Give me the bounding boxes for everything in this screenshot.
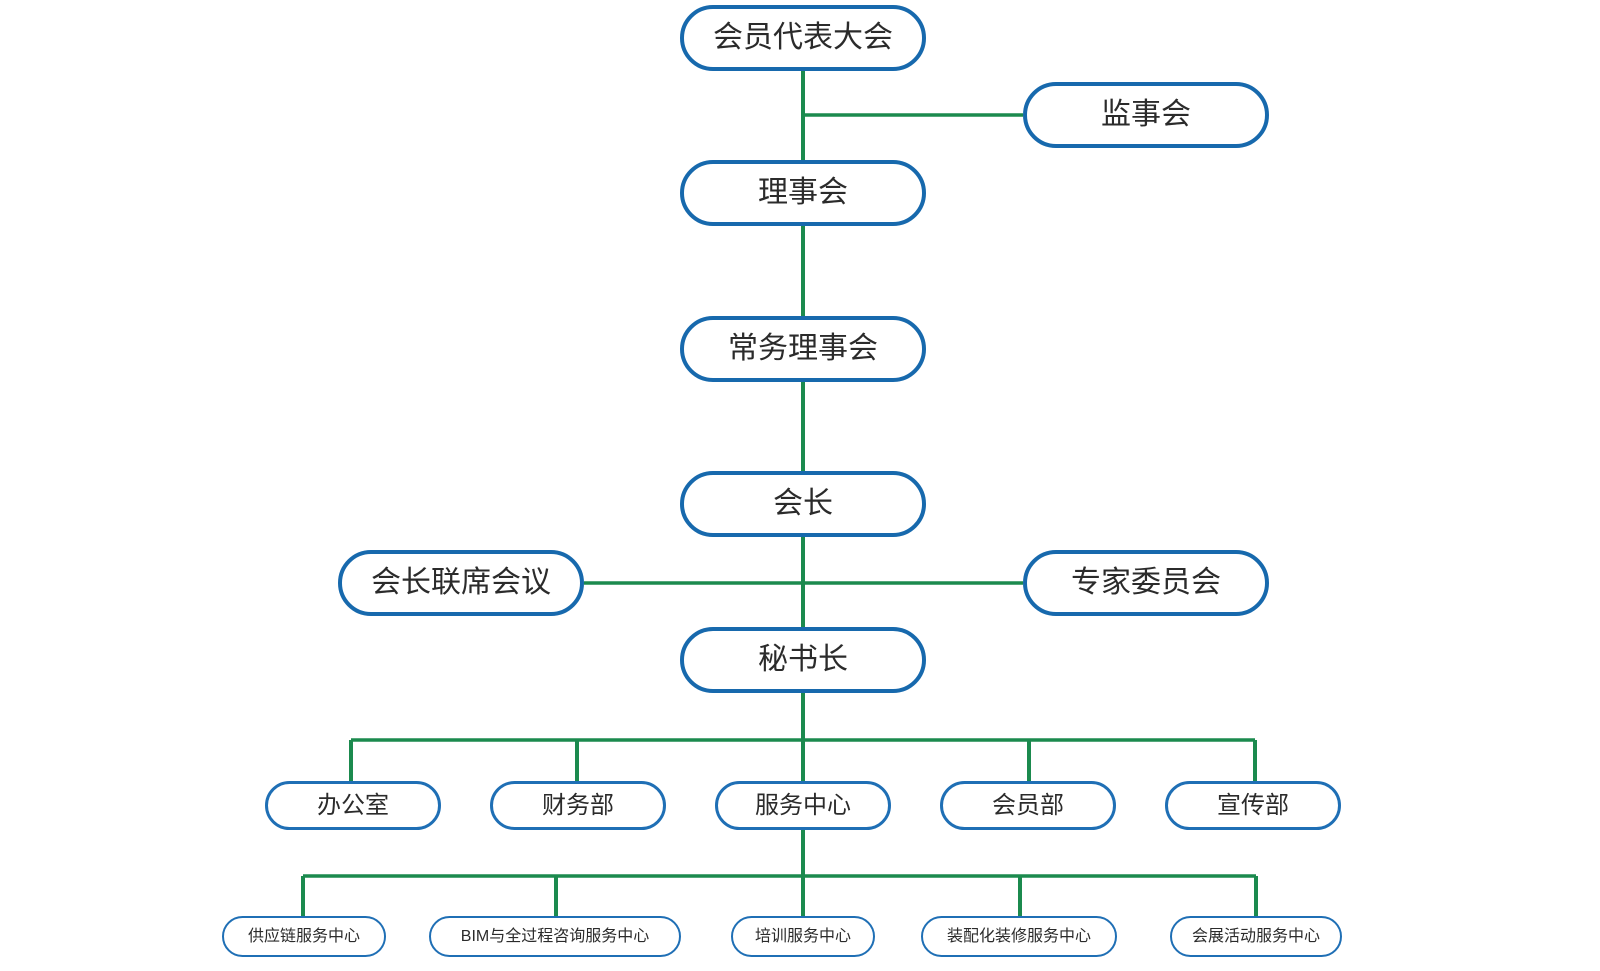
node-department-3-label: 服务中心 bbox=[755, 791, 851, 819]
node-department-5-label: 宣传部 bbox=[1217, 791, 1289, 819]
node-standing-council[interactable]: 常务理事会 bbox=[680, 316, 926, 382]
node-secretary-general-label: 秘书长 bbox=[758, 643, 848, 676]
node-assembly[interactable]: 会员代表大会 bbox=[680, 5, 926, 71]
node-service-center-2[interactable]: BIM与全过程咨询服务中心 bbox=[429, 916, 681, 957]
node-service-center-4-label: 装配化装修服务中心 bbox=[946, 927, 1091, 945]
node-secretary-general[interactable]: 秘书长 bbox=[680, 627, 926, 693]
node-service-center-3-label: 培训服务中心 bbox=[754, 927, 851, 945]
node-department-4-label: 会员部 bbox=[992, 791, 1064, 819]
node-council-label: 理事会 bbox=[758, 176, 848, 209]
node-department-1[interactable]: 办公室 bbox=[265, 781, 441, 830]
node-service-center-5[interactable]: 会展活动服务中心 bbox=[1170, 916, 1342, 957]
node-president-joint-label: 会长联席会议 bbox=[371, 566, 551, 599]
node-department-4[interactable]: 会员部 bbox=[940, 781, 1116, 830]
node-service-center-1[interactable]: 供应链服务中心 bbox=[222, 916, 386, 957]
node-expert-committee-label: 专家委员会 bbox=[1071, 566, 1221, 599]
node-service-center-2-label: BIM与全过程咨询服务中心 bbox=[460, 927, 650, 945]
node-department-2[interactable]: 财务部 bbox=[490, 781, 666, 830]
node-council[interactable]: 理事会 bbox=[680, 160, 926, 226]
node-president-label: 会长 bbox=[773, 487, 833, 520]
node-president-joint[interactable]: 会长联席会议 bbox=[338, 550, 584, 616]
node-supervisors-label: 监事会 bbox=[1101, 98, 1191, 131]
node-standing-council-label: 常务理事会 bbox=[728, 332, 878, 365]
node-department-2-label: 财务部 bbox=[542, 791, 614, 819]
node-service-center-3[interactable]: 培训服务中心 bbox=[731, 916, 875, 957]
node-department-3[interactable]: 服务中心 bbox=[715, 781, 891, 830]
node-service-center-4[interactable]: 装配化装修服务中心 bbox=[921, 916, 1117, 957]
node-president[interactable]: 会长 bbox=[680, 471, 926, 537]
node-supervisors[interactable]: 监事会 bbox=[1023, 82, 1269, 148]
node-department-1-label: 办公室 bbox=[317, 791, 389, 819]
node-expert-committee[interactable]: 专家委员会 bbox=[1023, 550, 1269, 616]
node-assembly-label: 会员代表大会 bbox=[713, 21, 893, 54]
node-service-center-1-label: 供应链服务中心 bbox=[247, 927, 360, 945]
node-department-5[interactable]: 宣传部 bbox=[1165, 781, 1341, 830]
node-service-center-5-label: 会展活动服务中心 bbox=[1191, 927, 1320, 945]
